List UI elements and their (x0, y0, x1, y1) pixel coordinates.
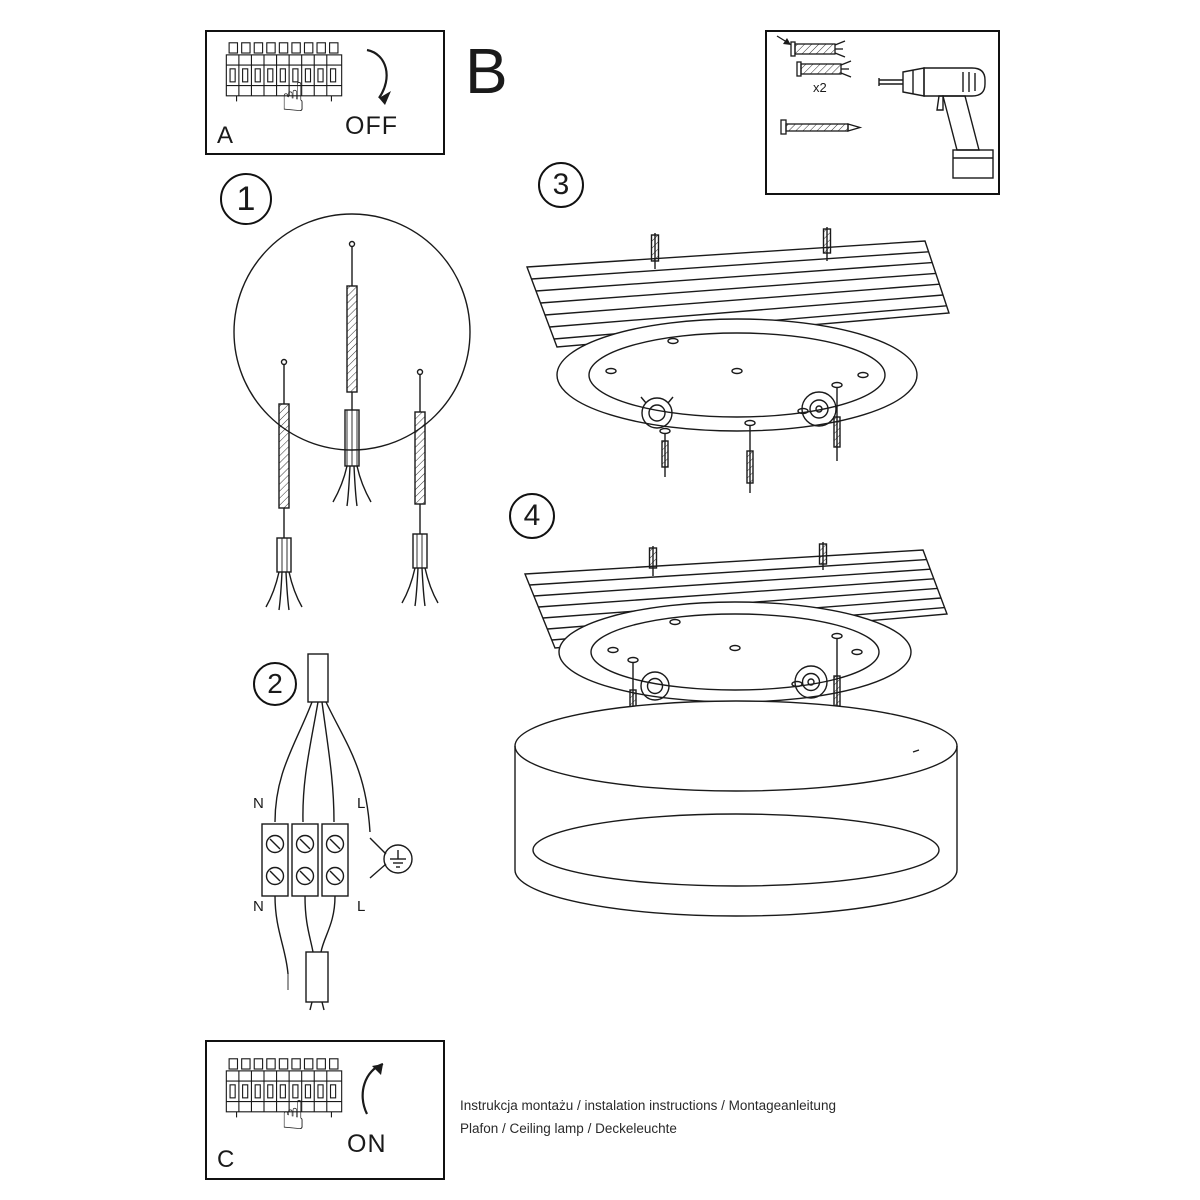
terminal-n-bottom-label: N (253, 898, 264, 915)
panel-c-frame: ☝ ON C (205, 1040, 445, 1180)
terminal-l-top-label: L (357, 795, 366, 812)
hand-icon: ☝ (281, 1093, 306, 1139)
flip-up-arrow-icon (361, 1062, 384, 1115)
panel-c-label: C (217, 1146, 235, 1173)
wiring-drawing (261, 653, 413, 1011)
breaker-drawing (225, 1058, 343, 1118)
step-3-drawing (526, 227, 950, 493)
breaker-drawing (225, 42, 343, 102)
step-1-drawing (233, 213, 471, 611)
switch-off-label: OFF (345, 112, 398, 140)
step-4-number: 4 (523, 499, 541, 532)
screw-icon (780, 119, 863, 135)
lamp-socket-right-icon (801, 391, 837, 427)
tools-box-frame: x2 (765, 30, 1000, 195)
hand-icon: ☝ (281, 75, 306, 121)
panel-a-label: A (217, 122, 234, 149)
shade-mounting-drawing (514, 542, 958, 917)
step-4-drawing (514, 542, 958, 917)
lamp-socket-right-icon (794, 665, 828, 699)
circuit-breaker-icon (225, 1058, 343, 1118)
circuit-breaker-icon (225, 42, 343, 102)
step-2-drawing (261, 653, 413, 1011)
step-3-badge: 3 (538, 162, 584, 208)
step-2-badge: 2 (253, 662, 297, 706)
base-mounting-drawing (526, 227, 950, 493)
anchors-in-wall-drawing (233, 213, 471, 611)
switch-on-label: ON (347, 1130, 387, 1158)
lamp-socket-left-icon (640, 671, 670, 701)
terminal-l-bottom-label: L (357, 898, 366, 915)
drum-shade-drawing (514, 700, 958, 917)
wall-anchors-icon (776, 35, 852, 78)
terminal-n-top-label: N (253, 795, 264, 812)
section-letter: B (465, 35, 508, 107)
footer-line-2: Plafon / Ceiling lamp / Deckeleuchte (460, 1121, 677, 1136)
step-1-number: 1 (236, 179, 256, 218)
panel-a-frame: ☝ OFF A (205, 30, 445, 155)
footer: Instrukcja montażu / instalation instruc… (460, 1094, 836, 1140)
step-4-badge: 4 (509, 493, 555, 539)
flip-down-arrow-icon (366, 48, 391, 105)
step-3-number: 3 (552, 168, 570, 201)
tools-drawing (776, 35, 994, 179)
anchor-count-label: x2 (813, 80, 827, 95)
step-2-number: 2 (267, 668, 283, 699)
lamp-socket-left-icon (640, 396, 674, 429)
step-1-badge: 1 (220, 173, 272, 225)
footer-line-1: Instrukcja montażu / instalation instruc… (460, 1098, 836, 1113)
drill-icon (878, 67, 994, 179)
ground-symbol-icon (369, 837, 413, 879)
